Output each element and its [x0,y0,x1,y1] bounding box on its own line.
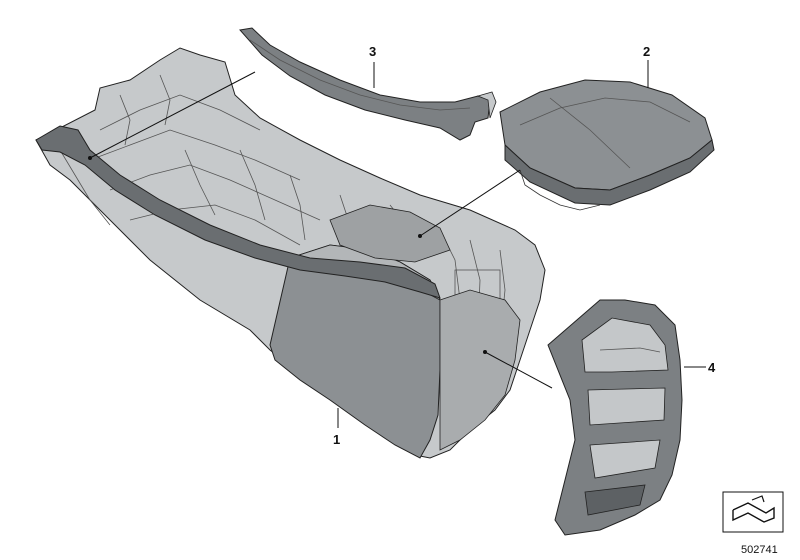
callout-3: 3 [369,44,376,59]
leader-lines [89,60,706,428]
leader-line-rear [484,351,553,389]
leader-line-top-trim [89,71,256,159]
leader-dot-top-trim [88,156,92,160]
leader-dot-lid [418,234,422,238]
leader-line-lid [419,169,521,237]
armrest-lid-side [504,139,715,206]
trim-strip [239,27,497,141]
center-console-frame [35,47,546,459]
reference-box [722,491,784,533]
trim-strip-body [239,27,491,141]
callout-2: 2 [643,44,650,59]
rear-frame-inner-low [589,439,661,479]
callout-4: 4 [708,360,716,375]
rear-frame-inner-top [581,317,669,373]
console-rear-opening [439,289,521,451]
rear-frame-bottom-slot [584,484,646,516]
armrest-lid [499,79,715,211]
leader-dot-rear [483,350,487,354]
arrow-tip-icon [751,495,765,503]
console-top-trim [35,125,441,299]
trim-strip-clip [476,91,497,119]
reference-number: 502741 [741,544,778,556]
callout-1: 1 [333,432,340,447]
console-tray [329,204,451,263]
rear-panel-frame [547,299,683,536]
pointer-icon [732,502,775,523]
rear-frame-inner-mid [587,387,666,426]
